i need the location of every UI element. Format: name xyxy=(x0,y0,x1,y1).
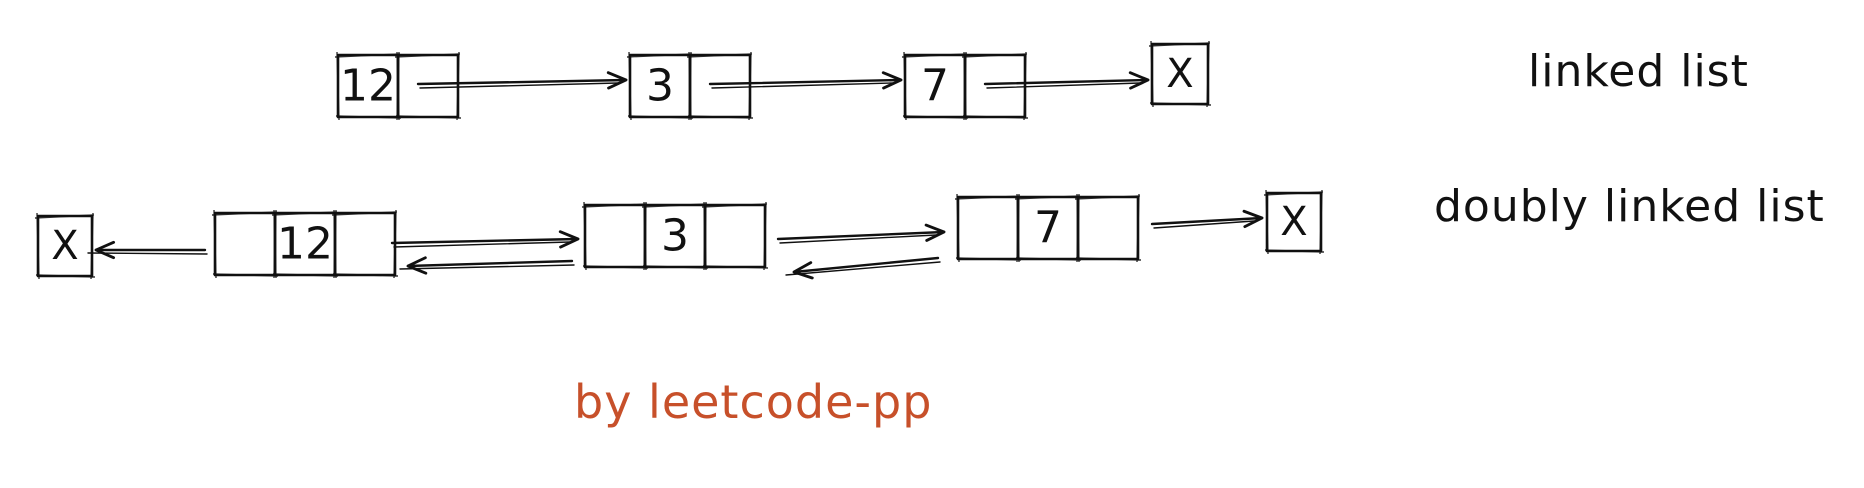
singly-arrow-3-sketch xyxy=(986,82,1141,89)
doubly-null-right-marker: X xyxy=(1280,199,1307,245)
singly-node-2-next-cell xyxy=(686,51,754,121)
doubly-arrow-prev-2 xyxy=(406,256,574,275)
singly-node-2-next-cell-sketch xyxy=(686,51,754,121)
doubly-node-2-prev-cell xyxy=(581,201,649,271)
doubly-arrow-next-1 xyxy=(390,230,580,249)
doubly-arrow-next-3 xyxy=(1150,209,1264,229)
doubly-arrow-prev-1-sketch xyxy=(87,252,208,255)
doubly-null-left-box xyxy=(34,212,96,280)
doubly-arrow-next-1-sketch xyxy=(393,241,571,248)
singly-node-1-value: 12 xyxy=(340,61,396,112)
doubly-arrow-next-2 xyxy=(776,223,946,242)
singly-arrow-1-sketch xyxy=(419,82,619,89)
doubly-null-left-box-sketch xyxy=(34,212,96,280)
singly-arrow-1 xyxy=(416,71,628,90)
doubly-null-left-marker: X xyxy=(51,223,78,269)
doubly-null-right-box xyxy=(1263,189,1325,255)
singly-node-1-next-cell-outline xyxy=(396,53,460,119)
doubly-node-1-next-cell-sketch xyxy=(331,209,399,279)
credit-text: by leetcode-pp xyxy=(574,375,933,429)
doubly-arrow-next-3-sketch xyxy=(1153,220,1255,229)
doubly-node-3-prev-cell-sketch xyxy=(954,193,1022,263)
doubly-node-2-next-cell-sketch xyxy=(701,201,769,271)
doubly-arrow-prev-3-sketch xyxy=(785,261,941,276)
singly-node-3-next-cell-outline xyxy=(963,53,1027,119)
singly-node-3-value: 7 xyxy=(921,61,949,112)
singly-node-2-next-cell-outline xyxy=(688,53,752,119)
doubly-node-1-prev-cell xyxy=(211,209,279,279)
doubly-arrow-prev-2-sketch xyxy=(399,264,575,270)
doubly-node-3-next-cell-outline xyxy=(1076,195,1140,261)
doubly-node-3-next-cell xyxy=(1074,193,1142,263)
singly-node-1-next-cell xyxy=(394,51,462,121)
doubly-node-2-value: 3 xyxy=(661,211,689,262)
singly-null-box-sketch xyxy=(1148,40,1212,108)
singly-node-1-next-cell-sketch xyxy=(394,51,462,121)
doubly-node-1-prev-cell-sketch xyxy=(211,209,279,279)
singly-node-2-value: 3 xyxy=(646,61,674,112)
doubly-node-2-next-cell xyxy=(701,201,769,271)
doubly-node-1-next-cell xyxy=(331,209,399,279)
doubly-node-2-prev-cell-outline xyxy=(583,203,647,269)
doubly-node-3-value: 7 xyxy=(1034,203,1062,254)
doubly-node-1-prev-cell-outline xyxy=(213,211,277,277)
doubly-linked-list: X X 12 3 7 xyxy=(34,189,1325,280)
doubly-node-3-prev-cell-outline xyxy=(956,195,1020,261)
doubly-node-2-prev-cell-sketch xyxy=(581,201,649,271)
singly-null-marker: X xyxy=(1166,51,1193,97)
doubly-linked-list-label: doubly linked list xyxy=(1434,181,1825,232)
doubly-arrow-next-2-sketch xyxy=(779,234,937,244)
doubly-node-3-next-cell-sketch xyxy=(1074,193,1142,263)
doubly-null-right-box-sketch xyxy=(1263,189,1325,255)
doubly-node-1-value: 12 xyxy=(277,219,333,270)
singly-linked-list: 12 3 7 X xyxy=(334,40,1212,121)
singly-arrow-2 xyxy=(708,71,903,90)
doubly-node-1-next-cell-outline xyxy=(333,211,397,277)
singly-node-3-next-cell-sketch xyxy=(961,51,1029,121)
doubly-node-2-next-cell-outline xyxy=(703,203,767,269)
linked-list-label: linked list xyxy=(1528,46,1749,97)
singly-node-3-next-cell xyxy=(961,51,1029,121)
singly-null-box xyxy=(1148,40,1212,108)
doubly-arrow-prev-3 xyxy=(792,256,940,280)
singly-arrow-2-sketch xyxy=(711,82,894,89)
singly-arrow-3 xyxy=(983,71,1150,90)
doubly-node-3-prev-cell xyxy=(954,193,1022,263)
